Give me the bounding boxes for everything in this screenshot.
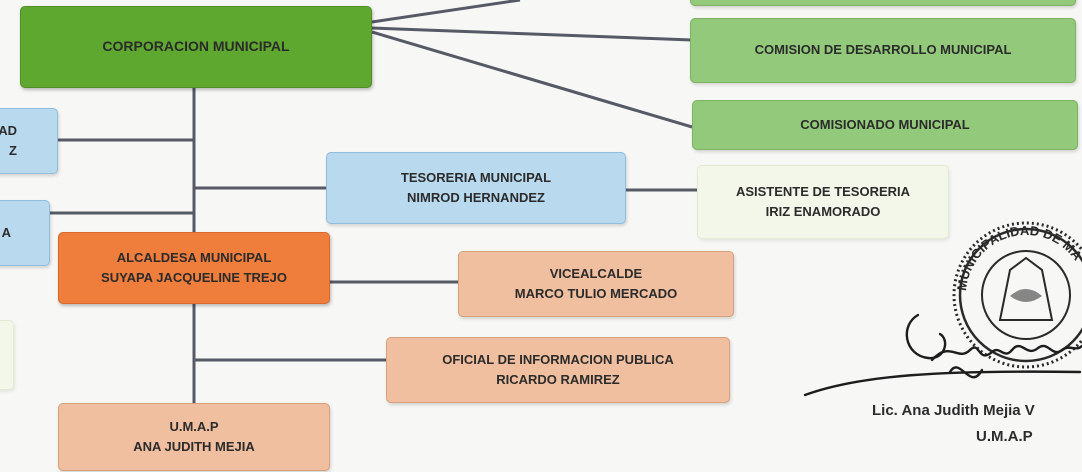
corporacion-municipal-label: CORPORACION MUNICIPAL [102, 38, 290, 55]
oficial-informacion-title: OFICIAL DE INFORMACION PUBLICA [442, 351, 674, 367]
umap-name: ANA JUDITH MEJIA [133, 439, 255, 454]
tesoreria-box: TESORERIA MUNICIPAL NIMROD HERNANDEZ [326, 152, 626, 224]
comisionado-box: COMISIONADO MUNICIPAL [692, 100, 1078, 150]
vicealcalde-title: VICEALCALDE [549, 265, 643, 281]
alcaldesa-name: SUYAPA JACQUELINE TREJO [101, 270, 287, 285]
top-cut-box [690, 0, 1076, 6]
left-cut-box-mid-line1: A [1, 224, 11, 240]
left-cut-box-top-line1: AD [0, 122, 17, 138]
municipal-seal-icon: MUNICIPALIDAD DE MA [952, 221, 1082, 369]
comision-desarrollo-box: COMISION DE DESARROLLO MUNICIPAL [690, 18, 1076, 83]
signatory-name: Lic. Ana Judith Mejia V [872, 402, 1035, 419]
comision-desarrollo-label: COMISION DE DESARROLLO MUNICIPAL [754, 42, 1012, 58]
left-cut-box-bottom [0, 320, 14, 390]
left-cut-box-top: AD Z [0, 108, 58, 174]
asistente-tesoreria-name: IRIZ ENAMORADO [765, 204, 881, 219]
oficial-informacion-name: RICARDO RAMIREZ [496, 372, 620, 387]
connector-to-comision-desarrollo [371, 26, 693, 42]
tesoreria-name: NIMROD HERNANDEZ [407, 190, 545, 205]
asistente-tesoreria-box: ASISTENTE DE TESORERIA IRIZ ENAMORADO [697, 165, 949, 239]
connector-to-comisionado [371, 30, 693, 129]
signatory-title: U.M.A.P [976, 428, 1033, 445]
corporacion-municipal-box: CORPORACION MUNICIPAL [20, 6, 372, 88]
left-cut-box-top-line2: Z [9, 143, 17, 158]
handwritten-signature-icon [803, 313, 1082, 397]
asistente-tesoreria-title: ASISTENTE DE TESORERIA [735, 183, 911, 199]
vicealcalde-box: VICEALCALDE MARCO TULIO MERCADO [458, 251, 734, 317]
umap-title: U.M.A.P [169, 418, 219, 434]
oficial-informacion-box: OFICIAL DE INFORMACION PUBLICA RICARDO R… [386, 337, 730, 403]
connector-to-top-box [371, 0, 521, 24]
comisionado-label: COMISIONADO MUNICIPAL [800, 116, 970, 132]
alcaldesa-box: ALCALDESA MUNICIPAL SUYAPA JACQUELINE TR… [58, 232, 330, 304]
vicealcalde-name: MARCO TULIO MERCADO [514, 286, 678, 301]
alcaldesa-title: ALCALDESA MUNICIPAL [116, 249, 272, 265]
tesoreria-title: TESORERIA MUNICIPAL [400, 169, 552, 185]
umap-box: U.M.A.P ANA JUDITH MEJIA [58, 403, 330, 471]
left-cut-box-mid: A [0, 200, 50, 266]
